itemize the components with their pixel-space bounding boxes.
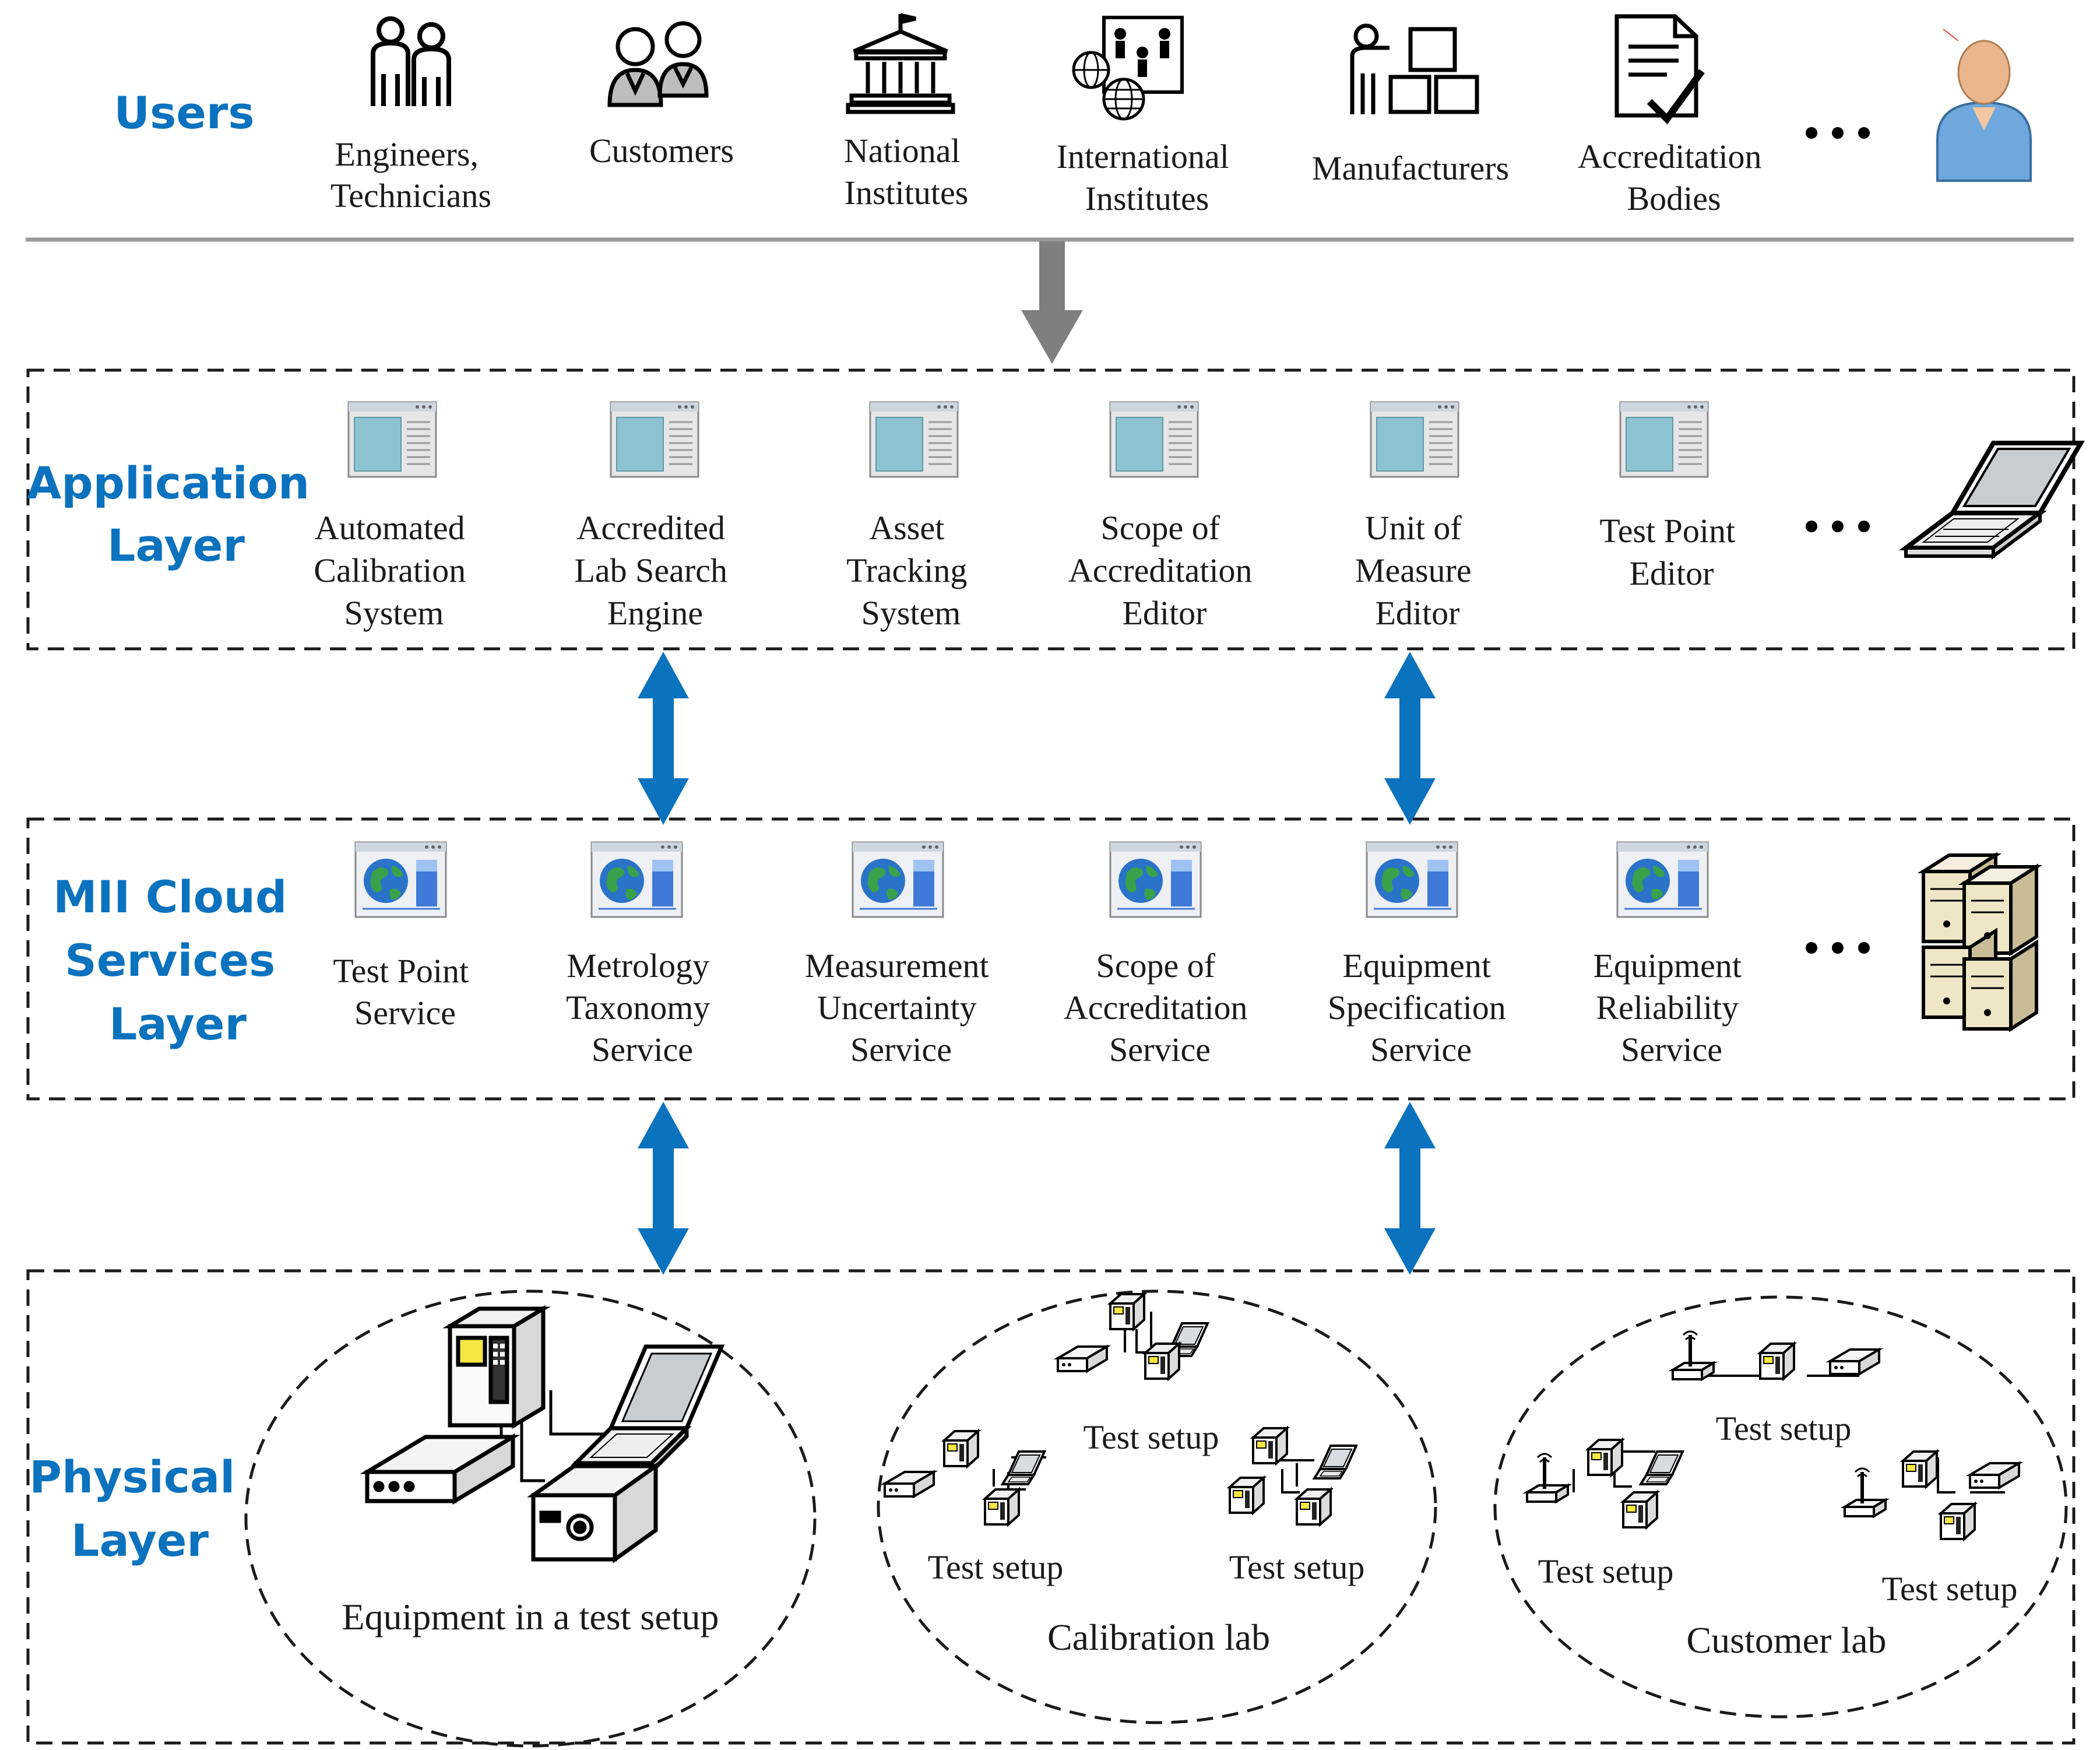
application-window-icon bbox=[1109, 401, 1199, 478]
wireless-router-icon bbox=[1673, 1331, 1714, 1379]
network-box-icon bbox=[1969, 1462, 2020, 1489]
physical-layer: Physical Layer bbox=[26, 1269, 2076, 1748]
lab-device-icon bbox=[1902, 1450, 1938, 1488]
app-cloud-link-left bbox=[638, 652, 689, 825]
web-service-globe-icon bbox=[1366, 841, 1458, 918]
laptop-icon bbox=[1313, 1445, 1357, 1480]
instrument-box-icon bbox=[527, 1462, 662, 1563]
application-window-icon bbox=[1619, 401, 1709, 478]
lab-device-icon bbox=[1229, 1477, 1265, 1514]
calibration-lab-group: Test setup Test setup Test setup Calibra… bbox=[877, 1289, 1437, 1724]
lab-device-icon bbox=[943, 1430, 979, 1467]
cloud-services-layer: MII Cloud Services Layer Test Point Serv… bbox=[26, 817, 2076, 1101]
international-institute-icon bbox=[1072, 16, 1184, 121]
customer-setup-label-top: Test setup bbox=[1716, 1410, 1852, 1447]
application-window-icon bbox=[1370, 401, 1459, 478]
cloud-label-equipment-specification: Equipment Specification Service bbox=[1328, 947, 1515, 1069]
cloud-label-test-point: Test Point Service bbox=[333, 952, 477, 1032]
engineers-icon bbox=[371, 16, 451, 106]
user-label-manufacturers: Manufacturers bbox=[1312, 149, 1509, 187]
cloud-layer-title: MII Cloud Services Layer bbox=[53, 871, 302, 1050]
application-window-icon bbox=[869, 401, 959, 478]
app-label-scope-editor: Scope of Accreditation Editor bbox=[1068, 509, 1261, 632]
laptop-icon bbox=[571, 1344, 725, 1477]
laptop-icon bbox=[1001, 1450, 1046, 1485]
application-layer-border bbox=[26, 368, 2076, 651]
lab-device-icon bbox=[1109, 1293, 1145, 1330]
customer-lab-label: Customer lab bbox=[1686, 1619, 1886, 1661]
users-layer: Users bbox=[26, 13, 2074, 364]
equipment-group-label: Equipment in a test setup bbox=[342, 1596, 719, 1637]
app-label-automated-calibration: Automated Calibration System bbox=[314, 509, 474, 632]
manufacturer-icon bbox=[1350, 23, 1479, 114]
cloud-label-metrology-taxonomy: Metrology Taxonomy Service bbox=[566, 947, 719, 1069]
app-cloud-link-right bbox=[1384, 652, 1436, 825]
lab-device-icon bbox=[1759, 1343, 1795, 1380]
cloud-label-scope-accreditation: Scope of Accreditation Service bbox=[1064, 947, 1256, 1069]
user-label-international-institutes: International Institutes bbox=[1057, 138, 1238, 217]
users-ellipsis bbox=[1806, 127, 1870, 139]
application-window-icon bbox=[347, 401, 437, 478]
customer-lab-group: Test setup Test setup Test setup Custome… bbox=[1493, 1295, 2068, 1719]
application-window-icon bbox=[610, 401, 699, 478]
web-service-globe-icon bbox=[354, 841, 447, 918]
web-service-globe-icon bbox=[1109, 841, 1202, 918]
calibration-setup-label-top: Test setup bbox=[1084, 1418, 1219, 1456]
lab-device-icon bbox=[1252, 1427, 1288, 1464]
user-label-accreditation-bodies: Accreditation Bodies bbox=[1578, 138, 1770, 217]
wireless-router-icon bbox=[1845, 1468, 1886, 1516]
user-label-national-institutes: National Institutes bbox=[844, 132, 969, 212]
customers-icon bbox=[607, 21, 709, 107]
user-label-customers: Customers bbox=[589, 132, 734, 170]
user-avatar-icon bbox=[1936, 29, 2032, 182]
lab-device-icon bbox=[1622, 1491, 1658, 1528]
user-label-engineers: Engineers, Technicians bbox=[330, 135, 491, 215]
network-switch-icon bbox=[360, 1433, 520, 1505]
cloud-layer-border bbox=[26, 817, 2076, 1101]
users-labels: Engineers, Technicians Customers Nationa… bbox=[330, 127, 1870, 217]
calibration-setup-label-left: Test setup bbox=[928, 1548, 1064, 1586]
lab-device-icon bbox=[1144, 1343, 1180, 1380]
signal-analyzer-icon bbox=[442, 1305, 551, 1429]
national-institute-icon bbox=[846, 13, 955, 114]
web-service-globe-icon bbox=[852, 841, 944, 918]
calibration-setup-label-right: Test setup bbox=[1229, 1548, 1365, 1586]
web-service-globe-icon bbox=[1616, 841, 1709, 918]
network-box-icon bbox=[1829, 1348, 1880, 1375]
network-box-icon bbox=[884, 1471, 935, 1498]
app-label-test-point-editor: Test Point Editor bbox=[1599, 512, 1743, 592]
cloud-label-measurement-uncertainty: Measurement Uncertainty Service bbox=[805, 947, 997, 1069]
app-label-lab-search: Accredited Lab Search Engine bbox=[575, 509, 736, 632]
lab-device-icon bbox=[984, 1488, 1020, 1526]
application-layer: Application Layer Automated Calibration … bbox=[26, 368, 2085, 651]
lab-device-icon bbox=[1296, 1488, 1332, 1526]
physical-layer-title: Physical Layer bbox=[29, 1451, 251, 1566]
laptop-icon bbox=[1640, 1450, 1684, 1485]
accreditation-document-icon bbox=[1614, 14, 1705, 125]
server-stack-icon bbox=[1917, 852, 2043, 1032]
network-box-icon bbox=[1057, 1345, 1108, 1372]
cloud-ellipsis bbox=[1806, 942, 1870, 954]
users-layer-title: Users bbox=[114, 87, 254, 139]
cloud-physical-link-left bbox=[638, 1102, 689, 1275]
web-service-globe-icon bbox=[590, 841, 683, 918]
customer-setup-label-right: Test setup bbox=[1882, 1570, 2018, 1608]
cloud-physical-link-right bbox=[1384, 1102, 1436, 1275]
app-label-unit-editor: Unit of Measure Editor bbox=[1355, 509, 1480, 632]
laptop-icon bbox=[1899, 441, 2085, 560]
app-label-asset-tracking: Asset Tracking System bbox=[846, 509, 976, 632]
cloud-label-equipment-reliability: Equipment Reliability Service bbox=[1593, 947, 1750, 1069]
customer-setup-label-left: Test setup bbox=[1538, 1552, 1674, 1590]
users-to-application-arrow bbox=[1021, 241, 1083, 364]
equipment-test-setup-group: Equipment in a test setup bbox=[244, 1289, 817, 1748]
calibration-lab-label: Calibration lab bbox=[1047, 1617, 1270, 1658]
application-ellipsis bbox=[1806, 521, 1870, 532]
application-layer-title: Application Layer bbox=[27, 457, 325, 571]
lab-device-icon bbox=[1587, 1439, 1623, 1476]
physical-layer-border bbox=[26, 1269, 2076, 1745]
wireless-router-icon bbox=[1527, 1454, 1568, 1502]
lab-device-icon bbox=[1940, 1503, 1976, 1540]
